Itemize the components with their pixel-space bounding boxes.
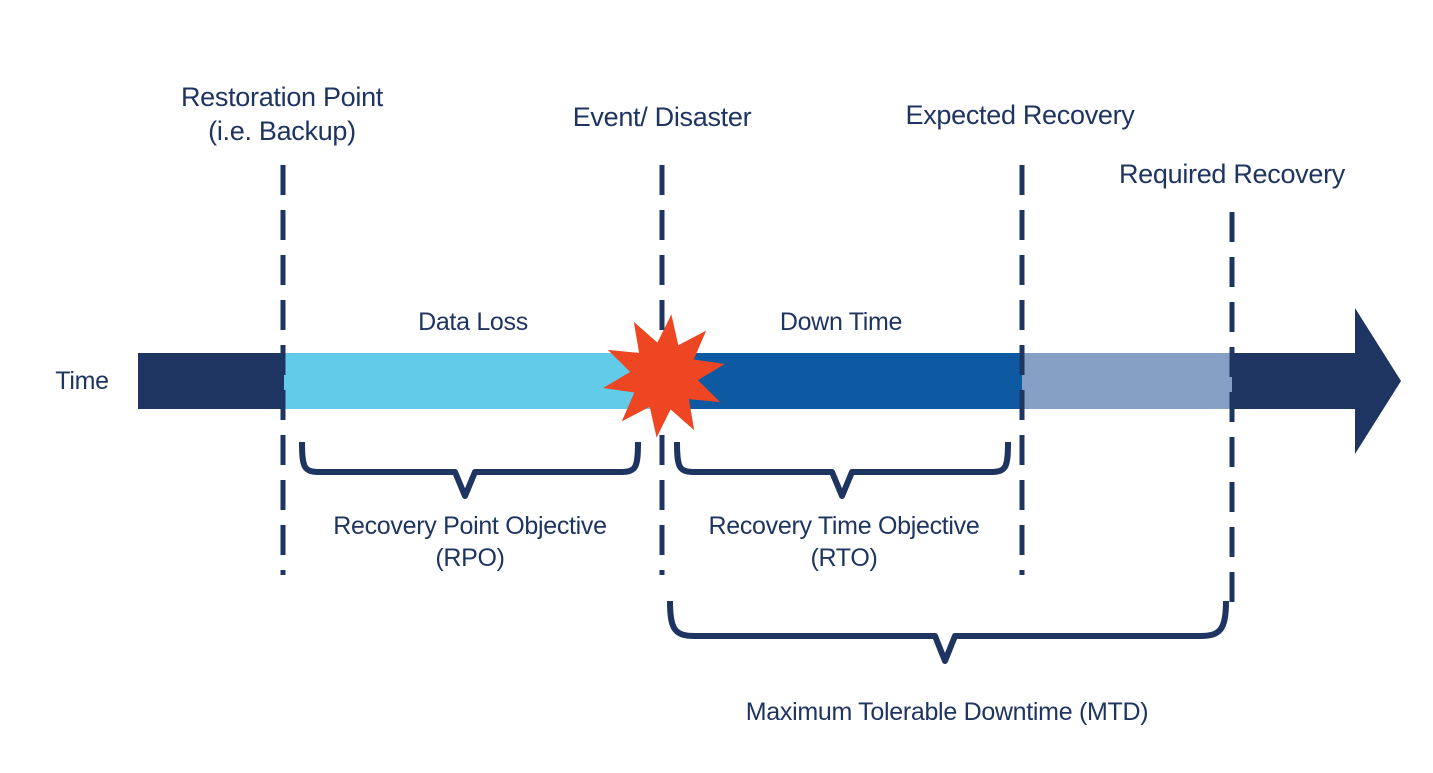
event-disaster-label: Event/ Disaster — [572, 102, 752, 132]
data-loss-label: Data Loss — [418, 308, 528, 336]
restoration-point-title: Restoration Point — [180, 82, 383, 112]
restoration-point-subtitle: (i.e. Backup) — [208, 116, 356, 146]
mtd-label: Maximum Tolerable Downtime (MTD) — [745, 698, 1149, 726]
bar-down-time-segment — [662, 353, 1022, 409]
rpo-abbrev: (RPO) — [435, 544, 505, 572]
rto-title: Recovery Time Objective — [708, 512, 980, 540]
rto-brace — [674, 441, 1011, 499]
rto-abbrev: (RTO) — [810, 544, 878, 572]
mtd-brace — [667, 600, 1229, 664]
time-arrow-head — [1232, 308, 1401, 454]
rpo-brace — [299, 441, 641, 499]
restoration-point-label: Restoration Point (i.e. Backup) — [132, 80, 432, 148]
required-recovery-label: Required Recovery — [1118, 159, 1345, 189]
bar-start-segment — [138, 353, 285, 409]
bar-data-loss-segment — [284, 353, 662, 409]
bar-recovery-margin-segment — [1022, 353, 1233, 409]
starburst-icon — [603, 314, 725, 438]
rto-label: Recovery Time Objective (RTO) — [644, 510, 1044, 574]
rpo-title: Recovery Point Objective — [333, 512, 607, 540]
down-time-label: Down Time — [779, 308, 903, 336]
expected-recovery-label: Expected Recovery — [905, 100, 1135, 130]
time-axis-label: Time — [55, 367, 109, 395]
rpo-label: Recovery Point Objective (RPO) — [270, 510, 670, 574]
